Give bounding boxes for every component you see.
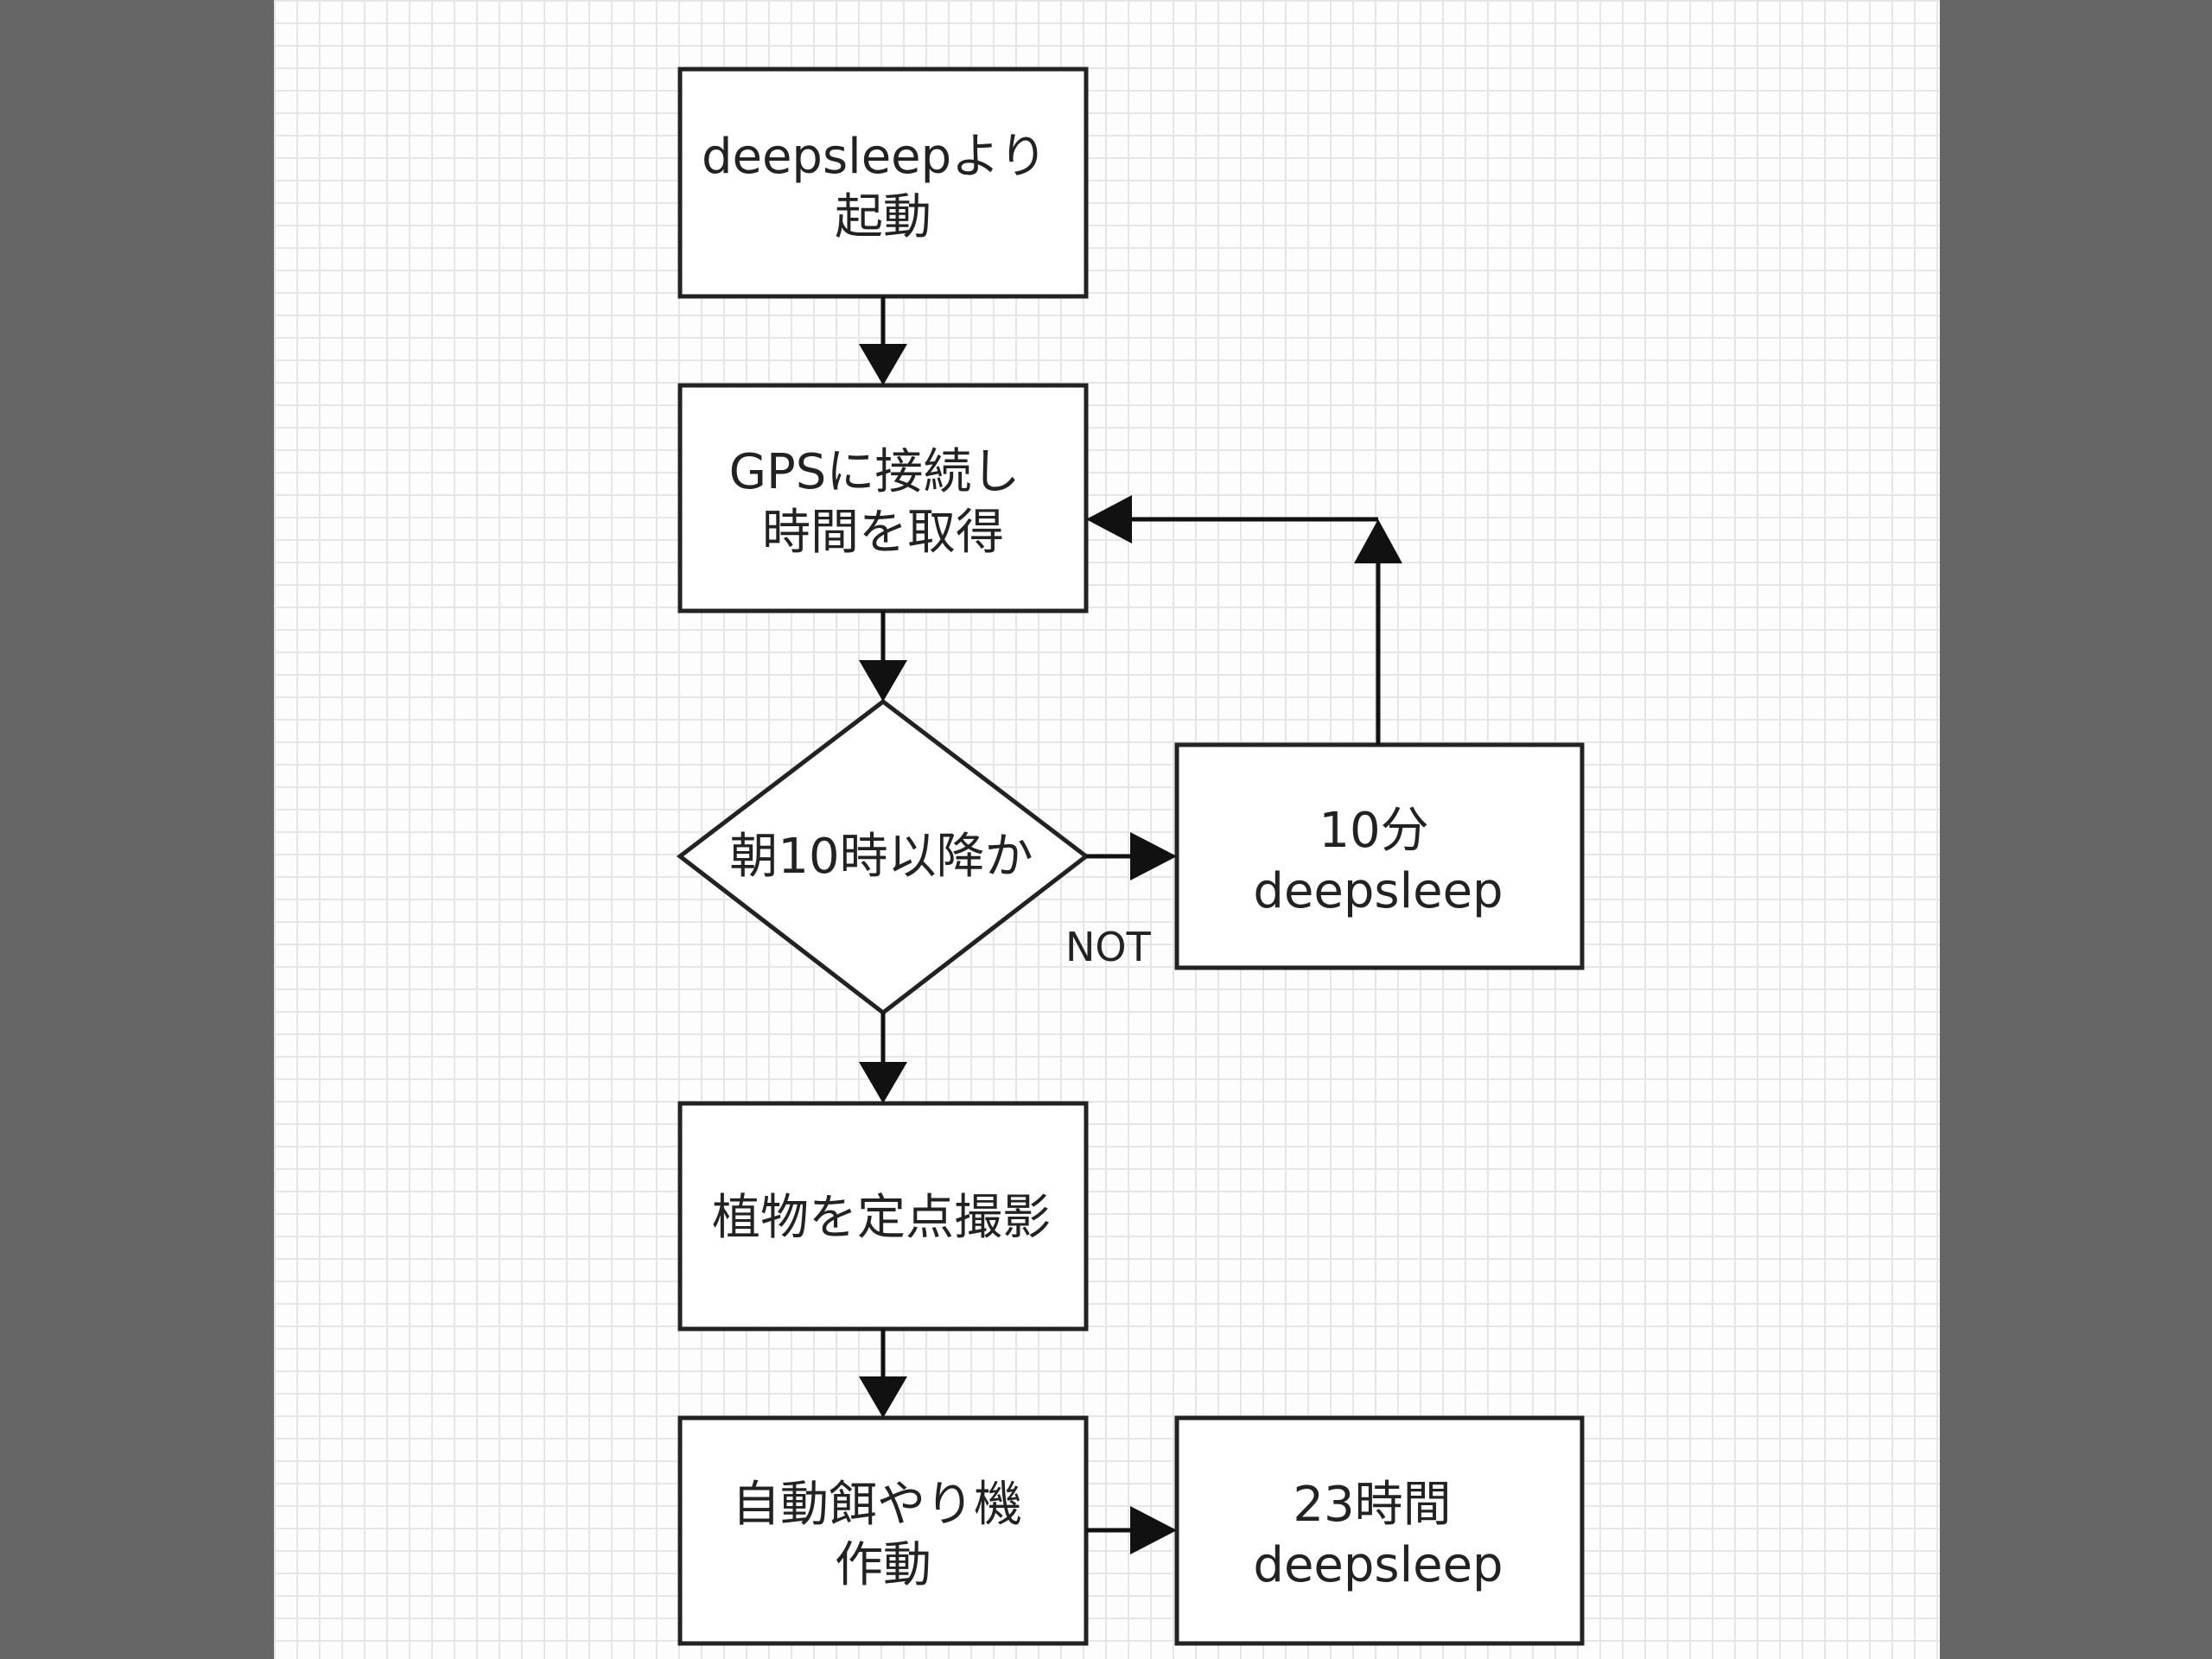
gps-label-1: GPSに接続し: [729, 444, 1020, 500]
feed-label-2: 作動: [835, 1537, 931, 1593]
feed-label-1: 自動餌やり機: [732, 1477, 1022, 1533]
arrowhead: [859, 660, 907, 702]
node-photo: [677, 1101, 1089, 1332]
sleep10-label-1: 10分: [1319, 803, 1428, 859]
sleep23-label-1: 23時間: [1293, 1477, 1451, 1533]
diagram-canvas: [274, 0, 1940, 1659]
sleep23-label-2: deepsleep: [1253, 1537, 1503, 1593]
arrowhead: [1086, 495, 1132, 543]
arrowhead: [859, 1376, 907, 1418]
arrowheads: [859, 344, 1402, 1554]
node-gps: [677, 383, 1089, 613]
arrowhead: [1130, 832, 1177, 880]
edge-label-not: NOT: [1065, 924, 1152, 970]
start-label-2: 起動: [835, 189, 931, 245]
decision-label: 朝10時以降か: [729, 829, 1033, 885]
start-label-1: deepsleepより: [702, 129, 1047, 185]
gps-label-2: 時間を取得: [762, 505, 1004, 561]
photo-label: 植物を定点撮影: [712, 1190, 1051, 1246]
arrowhead: [1130, 1506, 1177, 1554]
arrowhead: [859, 1062, 907, 1103]
arrowhead: [1354, 519, 1402, 563]
node-sleep10: [1174, 742, 1585, 970]
node-sleep23: [1174, 1415, 1585, 1646]
sleep10-label-2: deepsleep: [1253, 863, 1503, 919]
arrowhead: [859, 344, 907, 385]
